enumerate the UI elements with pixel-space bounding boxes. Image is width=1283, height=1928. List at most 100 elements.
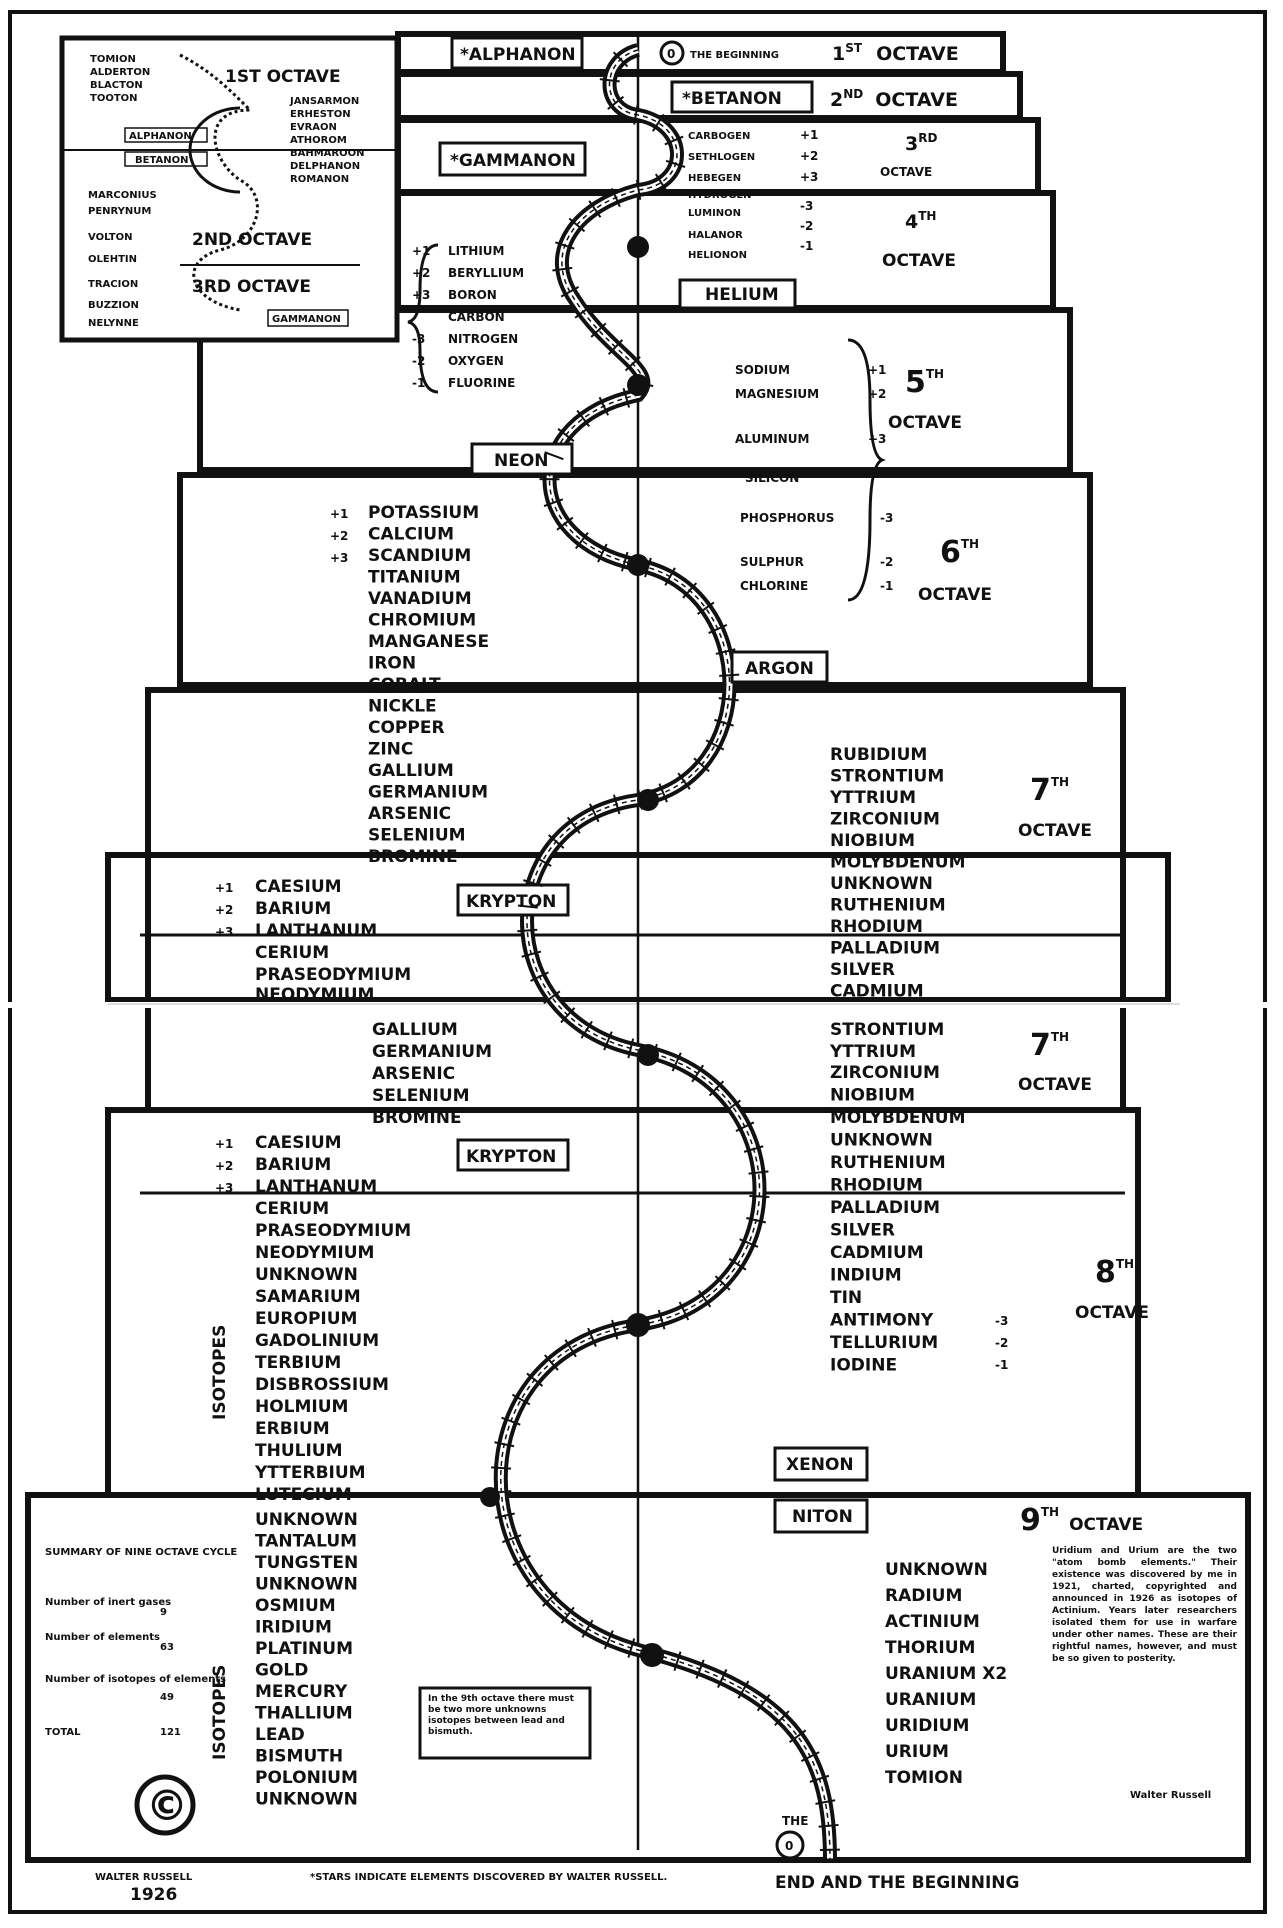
svg-text:-2: -2 — [995, 1336, 1008, 1350]
betanon-label: *BETANON — [682, 89, 782, 109]
stars-note: *STARS INDICATE ELEMENTS DISCOVERED BY W… — [310, 1872, 667, 1883]
svg-text:ROMANON: ROMANON — [290, 174, 349, 185]
svg-text:FLUORINE: FLUORINE — [448, 376, 515, 390]
svg-text:+2: +2 — [215, 903, 233, 917]
element-label: UNKNOWN — [830, 1131, 933, 1151]
element-label: ARSENIC — [368, 804, 451, 824]
svg-text:+2: +2 — [215, 1159, 233, 1173]
niton-label: NITON — [792, 1507, 853, 1527]
svg-text:HALANOR: HALANOR — [688, 230, 743, 241]
svg-text:TOTAL: TOTAL — [45, 1727, 81, 1738]
octave-3-elements: CARBOGEN SETHLOGEN HEBEGEN HYDROGEN LUMI… — [688, 131, 755, 261]
svg-text:-1: -1 — [800, 239, 813, 253]
svg-text:MAGNESIUM: MAGNESIUM — [735, 387, 819, 401]
svg-text:+1: +1 — [330, 507, 348, 521]
uridium-sign: Walter Russell — [1130, 1790, 1211, 1801]
element-label: THALLIUM — [255, 1704, 353, 1724]
tear-band — [0, 1002, 1283, 1008]
element-label: TOMION — [885, 1768, 963, 1788]
svg-text:SETHLOGEN: SETHLOGEN — [688, 152, 755, 163]
inset-box-alphanon: ALPHANON — [129, 131, 192, 142]
svg-text:NITROGEN: NITROGEN — [448, 332, 518, 346]
svg-text:+1: +1 — [800, 128, 818, 142]
element-label: ACTINIUM — [885, 1612, 980, 1632]
element-label: STRONTIUM — [830, 767, 944, 787]
svg-text:-3: -3 — [800, 199, 813, 213]
element-label: MOLYBDENUM — [830, 1108, 966, 1128]
isotopes-vertical-8: ISOTOPES — [210, 1325, 230, 1420]
element-label: UNKNOWN — [255, 1575, 358, 1595]
svg-text:CAESIUM: CAESIUM — [255, 877, 342, 897]
svg-text:LITHIUM: LITHIUM — [448, 244, 505, 258]
svg-text:BLACTON: BLACTON — [90, 80, 143, 91]
octave-7b-num: 7TH — [1030, 1028, 1069, 1063]
element-label: THORIUM — [885, 1638, 975, 1658]
svg-text:CARBON: CARBON — [448, 310, 505, 324]
octave-4-elements: LITHIUM BERYLLIUM BORON CARBON NITROGEN … — [448, 244, 524, 390]
element-label: RUTHENIUM — [830, 1153, 946, 1173]
svg-text:ARSENIC: ARSENIC — [372, 1064, 455, 1084]
alphanon-label: *ALPHANON — [460, 45, 576, 65]
element-label: IRIDIUM — [255, 1618, 332, 1638]
svg-text:BROMINE: BROMINE — [372, 1108, 462, 1128]
svg-text:SULPHUR: SULPHUR — [740, 555, 804, 569]
element-label: BISMUTH — [255, 1747, 343, 1767]
element-label: COPPER — [368, 718, 445, 738]
end-text: END AND THE BEGINNING — [775, 1873, 1019, 1893]
octave-3-num: 3RD — [905, 131, 937, 155]
element-label: TELLURIUM — [830, 1333, 938, 1353]
spiral-tick — [719, 675, 739, 676]
octave-8-left-elements: CAESIUMBARIUMLANTHANUMCERIUMPRASEODYMIUM… — [254, 1133, 411, 1505]
element-label: RUBIDIUM — [830, 745, 927, 765]
author-year: 1926 — [130, 1885, 177, 1905]
neon-label: NEON — [494, 451, 549, 471]
svg-text:HYDROGEN: HYDROGEN — [688, 190, 752, 201]
argon-label: ARGON — [745, 659, 814, 679]
element-label: TIN — [830, 1288, 862, 1308]
uridium-note: Uridium and Urium are the two "atom bomb… — [1052, 1545, 1237, 1665]
element-label: CALCIUM — [368, 525, 454, 545]
svg-text:BUZZION: BUZZION — [88, 300, 139, 311]
inset-o2: 2ND OCTAVE — [192, 230, 312, 250]
svg-text:MARCONIUS: MARCONIUS — [88, 190, 157, 201]
svg-text:121: 121 — [160, 1727, 181, 1738]
element-label: COBALT — [368, 675, 441, 695]
element-label: TANTALUM — [255, 1532, 357, 1552]
svg-text:63: 63 — [160, 1642, 174, 1653]
element-label: INDIUM — [830, 1266, 902, 1286]
svg-text:9: 9 — [160, 1607, 167, 1618]
octave-8-num: 8TH — [1095, 1255, 1134, 1290]
element-label: CADMIUM — [830, 982, 924, 1002]
element-label: BARIUM — [255, 1155, 331, 1175]
svg-text:DELPHANON: DELPHANON — [290, 161, 360, 172]
krypton-label: KRYPTON — [466, 892, 556, 912]
element-label: UNKNOWN — [885, 1560, 988, 1580]
svg-text:+2: +2 — [330, 529, 348, 543]
element-label: RHODIUM — [830, 917, 923, 937]
element-label: LUTECIUM — [255, 1485, 352, 1505]
element-label: NIOBIUM — [830, 1086, 915, 1106]
xenon-label: XENON — [786, 1455, 854, 1475]
element-label: GADOLINIUM — [255, 1331, 379, 1351]
element-label: PRASEODYMIUM — [255, 1221, 411, 1241]
element-label: ZIRCONIUM — [830, 810, 940, 830]
svg-text:LANTHANUM: LANTHANUM — [255, 921, 377, 941]
element-label: PLATINUM — [255, 1639, 353, 1659]
svg-text:+3: +3 — [215, 925, 233, 939]
svg-text:-2: -2 — [880, 555, 893, 569]
svg-text:Number of isotopes of elements: Number of isotopes of elements — [45, 1674, 226, 1685]
octave-5-num: 5TH — [905, 365, 944, 400]
octave-8-top-valence: +1 +2 +3 — [215, 881, 233, 939]
svg-text:+1: +1 — [215, 881, 233, 895]
copyright-symbol: © — [146, 1781, 188, 1830]
inset-key: 1ST OCTAVE 2ND OCTAVE 3RD OCTAVE TOMION … — [62, 38, 397, 340]
octave-9-num: 9THOCTAVE — [1020, 1503, 1143, 1538]
spiral-outer — [501, 50, 830, 1860]
octave-3-word: OCTAVE — [880, 165, 932, 179]
element-label: URANIUM — [885, 1690, 976, 1710]
element-label: ZINC — [368, 740, 413, 760]
svg-text:SUMMARY OF NINE OCTAVE CYCLE: SUMMARY OF NINE OCTAVE CYCLE — [45, 1547, 237, 1558]
element-label: RUTHENIUM — [830, 896, 946, 916]
krypton-label-2: KRYPTON — [466, 1147, 556, 1167]
